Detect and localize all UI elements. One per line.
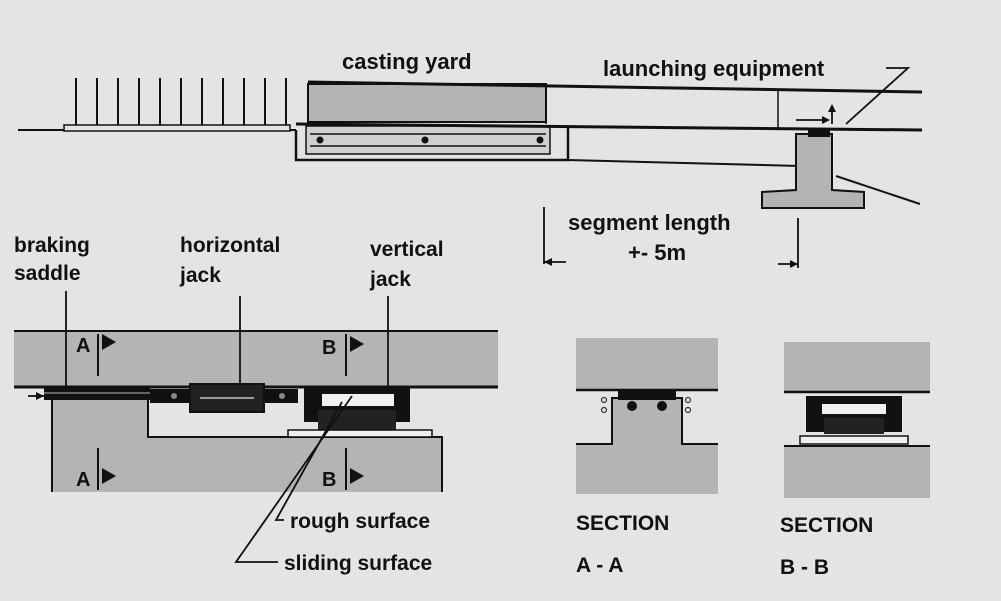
section-aa-drawing: SECTION A - A	[576, 338, 718, 577]
braking-label-2: saddle	[14, 262, 81, 285]
reinforcement-bars	[75, 78, 287, 126]
segment-length-value: +- 5m	[628, 240, 686, 265]
section-aa-label: A - A	[576, 554, 623, 577]
horizontal-label-2: jack	[179, 264, 221, 287]
section-bb-label: B - B	[780, 556, 829, 579]
launching-pier	[761, 133, 865, 209]
launching-equipment-label: launching equipment	[603, 56, 825, 81]
upper-beam	[14, 331, 498, 387]
sliding-plate	[287, 429, 433, 438]
casting-yard-pit	[294, 128, 570, 162]
marker-a-bottom: A	[76, 469, 90, 491]
braking-label-1: braking	[14, 234, 90, 257]
new-segment	[307, 83, 547, 123]
sliding-surface-label: sliding surface	[284, 552, 432, 575]
detail-drawing: A A B B braking saddle horizontal jack v…	[14, 234, 498, 575]
segment-length-label: segment length	[568, 210, 731, 235]
bar-base-plate	[63, 124, 291, 132]
section-bb-drawing: SECTION B - B	[780, 342, 930, 579]
horizontal-label-1: horizontal	[180, 234, 280, 257]
section-bb-word: SECTION	[780, 514, 873, 537]
lower-beam	[52, 392, 442, 492]
section-aa-word: SECTION	[576, 512, 669, 535]
vertical-label-2: jack	[369, 268, 411, 291]
marker-a-top: A	[76, 335, 90, 357]
rough-surface-label: rough surface	[290, 510, 430, 533]
overview-drawing: casting yard launching equipment segment…	[18, 49, 923, 268]
vertical-label-1: vertical	[370, 238, 444, 261]
casting-yard-label: casting yard	[342, 49, 472, 74]
deck-top-line	[307, 80, 923, 94]
marker-b-top: B	[322, 337, 336, 359]
marker-b-bottom: B	[322, 469, 336, 491]
